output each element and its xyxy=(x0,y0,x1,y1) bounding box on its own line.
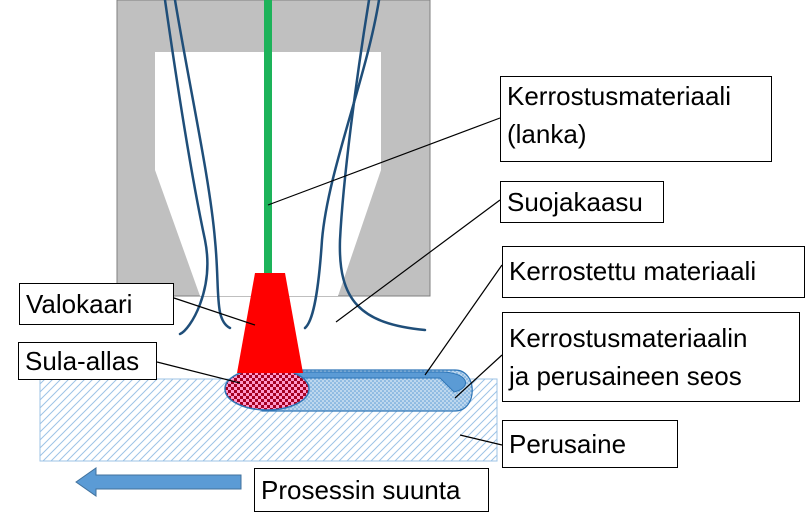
label-mixture: Kerrostusmateriaalin ja perusaineen seos xyxy=(502,312,800,402)
filler-wire xyxy=(264,0,272,275)
mixture-region xyxy=(261,369,473,412)
leader-lines xyxy=(156,117,503,446)
label-arc: Valokaari xyxy=(19,283,174,325)
label-weld-pool: Sula-allas xyxy=(18,342,157,380)
nozzle xyxy=(116,0,431,297)
label-shielding-gas: Suojakaasu xyxy=(500,181,664,223)
label-base-material: Perusaine xyxy=(502,420,678,468)
arc xyxy=(237,273,303,373)
label-process-direction: Prosessin suunta xyxy=(254,468,489,512)
shielding-gas-lines xyxy=(163,0,427,336)
label-deposited-material: Kerrostettu materiaali xyxy=(502,246,805,298)
weld-pool xyxy=(224,367,310,411)
direction-arrow xyxy=(75,467,242,497)
deposited-bead xyxy=(289,371,466,393)
label-filler-wire: Kerrostusmateriaali (lanka) xyxy=(500,76,772,162)
